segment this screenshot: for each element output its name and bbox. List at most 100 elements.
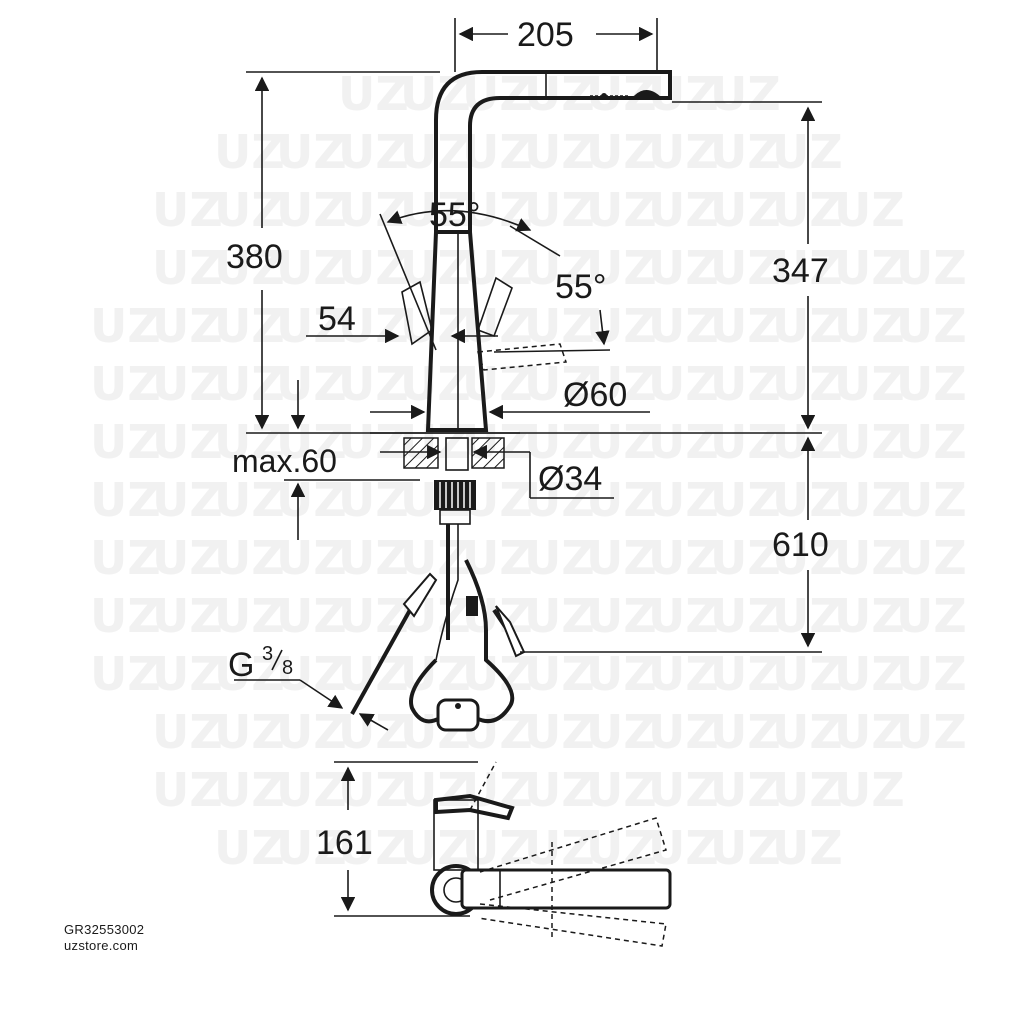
watermark-mark: UZ <box>834 763 905 817</box>
watermark-mark: UZ <box>524 357 595 411</box>
watermark-mark: UZ <box>152 763 223 817</box>
thread-size-label: G <box>228 646 254 684</box>
watermark-mark: UZ <box>586 357 657 411</box>
watermark-mark: UZ <box>338 473 409 527</box>
watermark-mark: UZ <box>276 241 347 295</box>
watermark-mark: UZ <box>152 241 223 295</box>
max-thickness-label: max.60 <box>232 443 337 479</box>
thread-numerator: 3 <box>262 643 273 665</box>
watermark-mark: UZ <box>152 183 223 237</box>
watermark-mark: UZ <box>524 241 595 295</box>
watermark-mark: UZ <box>896 241 967 295</box>
watermark-mark: UZ <box>524 705 595 759</box>
watermark-mark: UZ <box>648 183 719 237</box>
watermark-mark: UZ <box>276 357 347 411</box>
watermark-mark: UZ <box>896 357 967 411</box>
watermark-mark: UZ <box>710 763 781 817</box>
watermark-mark: UZ <box>338 415 409 469</box>
watermark-mark: UZ <box>276 299 347 353</box>
dim-347-label: 347 <box>772 252 829 290</box>
watermark-mark: UZ <box>896 589 967 643</box>
watermark-mark: UZ <box>834 589 905 643</box>
watermark-mark: UZ <box>710 473 781 527</box>
watermark-mark: UZ <box>338 67 409 121</box>
dimension-lines <box>234 18 822 917</box>
watermark-mark: UZ <box>648 415 719 469</box>
watermark-mark: UZ <box>90 647 161 701</box>
watermark-mark: UZ <box>462 125 533 179</box>
watermark-mark: UZ <box>276 821 347 875</box>
watermark-mark: UZ <box>710 647 781 701</box>
watermark-mark: UZ <box>772 705 843 759</box>
watermark-mark: UZ <box>772 763 843 817</box>
watermark-mark: UZ <box>338 705 409 759</box>
watermark-mark: UZ <box>896 647 967 701</box>
watermark-mark: UZ <box>90 357 161 411</box>
watermark-mark: UZ <box>834 299 905 353</box>
site-name: uzstore.com <box>64 938 139 953</box>
watermark-mark: UZ <box>462 647 533 701</box>
watermark-mark: UZ <box>896 299 967 353</box>
watermark-mark: UZ <box>710 415 781 469</box>
watermark-mark: UZ <box>152 647 223 701</box>
watermark-mark: UZ <box>276 183 347 237</box>
watermark-mark: UZ <box>338 821 409 875</box>
watermark-mark: UZ <box>338 299 409 353</box>
watermark-mark: UZ <box>400 531 471 585</box>
watermark-mark: UZ <box>338 241 409 295</box>
watermark-mark: UZ <box>586 299 657 353</box>
product-code: GR32553002 <box>64 922 145 937</box>
watermark-mark: UZ <box>462 357 533 411</box>
watermark-mark: UZ <box>710 183 781 237</box>
watermark-mark: UZ <box>834 705 905 759</box>
watermark-mark: UZ <box>214 415 285 469</box>
watermark-mark: UZ <box>90 415 161 469</box>
watermark-mark: UZ <box>586 821 657 875</box>
watermark-mark: UZ <box>648 531 719 585</box>
watermark-mark: UZ <box>834 647 905 701</box>
top-view <box>430 761 672 947</box>
thread-denominator: 8 <box>282 657 293 679</box>
watermark-mark: UZ <box>400 299 471 353</box>
watermark-mark: UZ <box>648 647 719 701</box>
watermark-mark: UZ <box>586 763 657 817</box>
watermark-mark: UZ <box>586 415 657 469</box>
watermark-mark: UZ <box>214 183 285 237</box>
watermark-mark: UZ <box>710 357 781 411</box>
watermark-mark: UZ <box>152 473 223 527</box>
watermark-mark: UZ <box>214 241 285 295</box>
watermark-mark: UZ <box>648 763 719 817</box>
watermark-mark: UZ <box>152 357 223 411</box>
watermark-pattern: UZUZUZUZUZUZUZUZUZUZUZUZUZUZUZUZUZUZUZUZ… <box>90 67 967 875</box>
watermark-mark: UZ <box>338 125 409 179</box>
watermark-mark: UZ <box>834 241 905 295</box>
watermark-mark: UZ <box>648 299 719 353</box>
watermark-mark: UZ <box>896 705 967 759</box>
watermark-mark: UZ <box>152 531 223 585</box>
watermark-mark: UZ <box>214 763 285 817</box>
watermark-mark: UZ <box>586 473 657 527</box>
diameter-34-label: Ø34 <box>538 460 602 498</box>
angle-side-label: 55° <box>555 268 606 306</box>
watermark-mark: UZ <box>586 647 657 701</box>
watermark-mark: UZ <box>152 705 223 759</box>
watermark-mark: UZ <box>214 647 285 701</box>
watermark-mark: UZ <box>524 589 595 643</box>
watermark-mark: UZ <box>648 125 719 179</box>
watermark-mark: UZ <box>586 531 657 585</box>
watermark-mark: UZ <box>276 125 347 179</box>
watermark-mark: UZ <box>276 763 347 817</box>
watermark-mark: UZ <box>772 647 843 701</box>
dim-54-label: 54 <box>318 300 356 338</box>
watermark-mark: UZ <box>834 357 905 411</box>
watermark-mark: UZ <box>214 125 285 179</box>
watermark-mark: UZ <box>710 821 781 875</box>
watermark-mark: UZ <box>276 705 347 759</box>
watermark-mark: UZ <box>214 299 285 353</box>
watermark-mark: UZ <box>586 241 657 295</box>
watermark-mark: UZ <box>834 183 905 237</box>
dim-610-label: 610 <box>772 526 829 564</box>
dim-161-label: 161 <box>316 824 373 862</box>
watermark-mark: UZ <box>462 763 533 817</box>
